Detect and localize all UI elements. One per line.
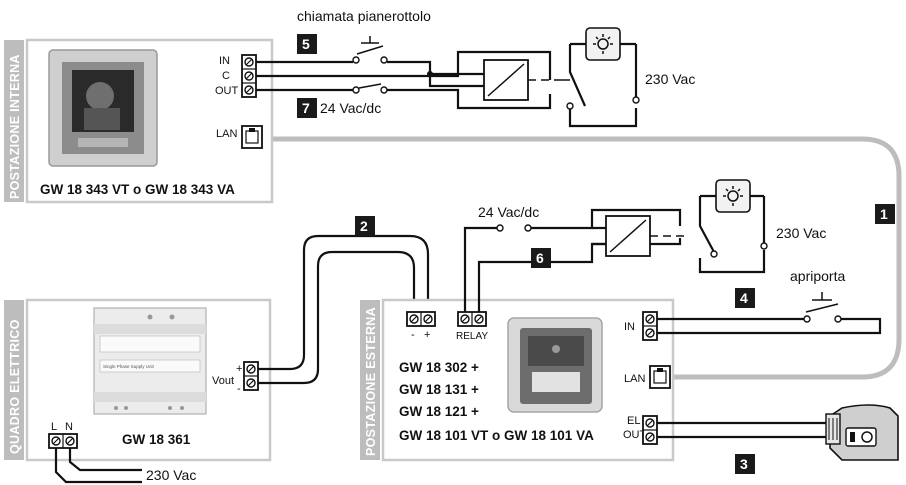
external-station-tab bbox=[360, 300, 380, 460]
external-in-terminal-block bbox=[642, 311, 658, 341]
vout-plus-label: + bbox=[236, 363, 242, 375]
bus-minus-label: - bbox=[411, 329, 415, 341]
external-in-label: IN bbox=[624, 321, 635, 333]
external-relay-circuit: 24 Vac/dc 230 Vac bbox=[463, 179, 826, 312]
electrical-panel: QUADRO ELETTRICO Single Phase Supply Uni… bbox=[4, 298, 272, 484]
outdoor-panel-image bbox=[507, 317, 603, 413]
svg-text:4: 4 bbox=[740, 290, 748, 306]
svg-text:6: 6 bbox=[536, 250, 544, 266]
svg-text:1: 1 bbox=[880, 206, 888, 222]
voltage-ac-mid-label: 230 Vac bbox=[776, 225, 826, 241]
electric-lock-icon bbox=[825, 404, 899, 461]
vout-minus-label: - bbox=[237, 383, 241, 395]
internal-station-tab bbox=[4, 40, 24, 202]
external-out-label: OUT bbox=[623, 429, 647, 441]
callout-2: 2 bbox=[355, 216, 375, 236]
relay-terminal-block bbox=[457, 311, 487, 327]
door-opener-circuit: apriporta bbox=[657, 268, 882, 335]
internal-station-tab-label: POSTAZIONE INTERNA bbox=[8, 54, 22, 199]
panel-l-label: L bbox=[51, 421, 57, 433]
internal-lan-port-icon bbox=[241, 125, 263, 149]
svg-text:2: 2 bbox=[360, 218, 368, 234]
external-model-line-4: GW 18 101 VT o GW 18 101 VA bbox=[399, 428, 594, 443]
voltage-ac-bottom-label: 230 Vac bbox=[146, 467, 196, 483]
voltage-ac-top-label: 230 Vac bbox=[645, 71, 695, 87]
vout-label: Vout bbox=[212, 375, 234, 387]
panel-input-terminal-block bbox=[48, 433, 78, 449]
internal-monitor-image bbox=[48, 49, 158, 167]
external-lan-label: LAN bbox=[624, 373, 645, 385]
landing-call-label: chiamata pianerottolo bbox=[297, 8, 431, 24]
svg-text:Single Phase Supply Unit: Single Phase Supply Unit bbox=[103, 364, 155, 369]
external-bus-terminal-block bbox=[406, 311, 436, 327]
svg-text:3: 3 bbox=[740, 456, 748, 472]
callout-5: 5 bbox=[297, 34, 317, 54]
callout-4: 4 bbox=[735, 288, 755, 308]
external-station: POSTAZIONE ESTERNA - + RELAY GW 18 302 + bbox=[360, 298, 675, 462]
voltage-dc-top-label: 24 Vac/dc bbox=[320, 100, 381, 116]
svg-text:7: 7 bbox=[302, 100, 310, 116]
internal-terminal-block bbox=[241, 54, 257, 98]
callout-6: 6 bbox=[531, 248, 551, 268]
internal-terminal-c-label: C bbox=[222, 70, 230, 82]
voltage-dc-mid-label: 24 Vac/dc bbox=[478, 204, 539, 220]
internal-terminal-in-label: IN bbox=[219, 55, 230, 67]
callout-7: 7 bbox=[297, 98, 317, 118]
external-el-terminal-block bbox=[642, 415, 658, 445]
external-el-label: EL bbox=[627, 415, 640, 427]
bus-wire-minus bbox=[258, 250, 416, 385]
external-model-line-1: GW 18 302 + bbox=[399, 360, 479, 375]
internal-lan-label: LAN bbox=[216, 128, 237, 140]
internal-circuit: chiamata pianerottolo 230 bbox=[256, 8, 695, 128]
external-lan-port-icon bbox=[649, 365, 671, 389]
internal-model-label: GW 18 343 VT o GW 18 343 VA bbox=[40, 182, 235, 197]
internal-station: POSTAZIONE INTERNA IN C OUT LAN GW bbox=[4, 38, 274, 204]
external-model-line-3: GW 18 121 + bbox=[399, 404, 479, 419]
external-station-tab-label: POSTAZIONE ESTERNA bbox=[364, 307, 378, 456]
bus-wire-plus bbox=[258, 234, 430, 371]
svg-text:5: 5 bbox=[302, 36, 310, 52]
lan-cable bbox=[270, 136, 902, 380]
bus-plus-label: + bbox=[424, 329, 430, 341]
electrical-panel-tab-label: QUADRO ELETTRICO bbox=[8, 319, 22, 454]
external-model-line-2: GW 18 131 + bbox=[399, 382, 479, 397]
electric-lock bbox=[657, 404, 899, 461]
callout-1: 1 bbox=[875, 204, 895, 224]
lamp-icon-mid bbox=[715, 179, 751, 213]
internal-terminal-out-label: OUT bbox=[215, 85, 239, 97]
panel-n-label: N bbox=[65, 421, 73, 433]
relay-label: RELAY bbox=[456, 331, 488, 342]
vout-terminal-block bbox=[243, 361, 259, 391]
lamp-icon-top bbox=[585, 27, 621, 61]
power-supply-model-label: GW 18 361 bbox=[122, 432, 191, 447]
door-opener-label: apriporta bbox=[790, 268, 845, 284]
electrical-panel-tab bbox=[4, 300, 24, 460]
power-supply-image: Single Phase Supply Unit bbox=[93, 307, 207, 415]
callout-3: 3 bbox=[735, 454, 755, 474]
